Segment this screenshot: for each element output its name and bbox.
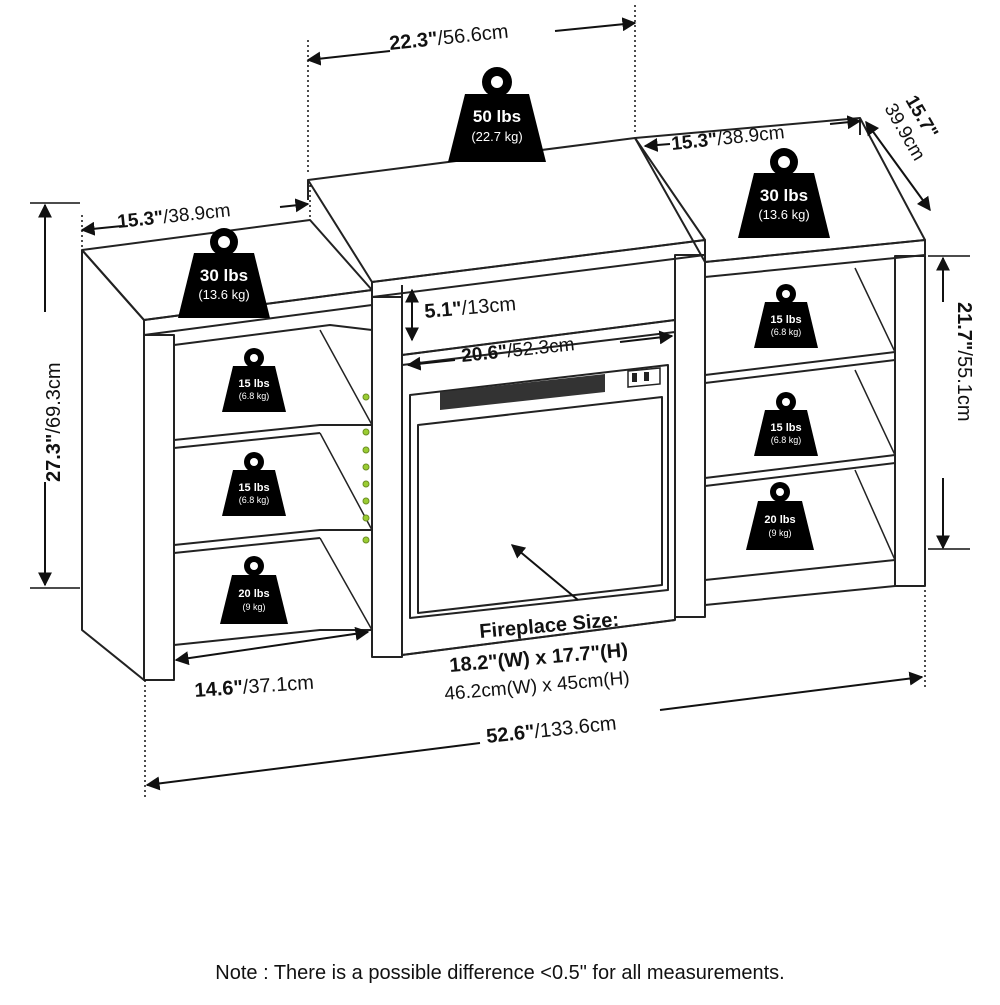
svg-text:(9 kg): (9 kg) (242, 602, 265, 612)
svg-text:(6.8 kg): (6.8 kg) (771, 435, 802, 445)
svg-text:30 lbs: 30 lbs (760, 186, 808, 205)
svg-text:(9 kg): (9 kg) (768, 528, 791, 538)
dimension-lines (30, 5, 970, 800)
weight-icon-left-shelf-1: 15 lbs (6.8 kg) (222, 348, 286, 412)
svg-text:(22.7 kg): (22.7 kg) (471, 129, 522, 144)
shelf-pins (362, 393, 370, 544)
total-height-label: 27.3"/69.3cm (43, 362, 65, 482)
total-width-label: 52.6"/133.6cm (485, 712, 617, 748)
weight-icon-left-top: 30 lbs (13.6 kg) (178, 228, 270, 318)
fireplace-opening-width-label: 20.6"/52.3cm (460, 334, 575, 367)
weight-icon-right-shelf-3: 20 lbs (9 kg) (746, 482, 814, 550)
svg-text:30 lbs: 30 lbs (200, 266, 248, 285)
weight-icon-center-top: 50 lbs (22.7 kg) (448, 67, 546, 162)
svg-text:(6.8 kg): (6.8 kg) (239, 495, 270, 505)
fireplace-grille (440, 367, 661, 410)
weight-icon-right-shelf-1: 15 lbs (6.8 kg) (754, 284, 818, 348)
svg-text:15 lbs: 15 lbs (238, 378, 269, 390)
top-width-label: 22.3"/56.6cm (388, 21, 509, 55)
measurement-note: Note : There is a possible difference <0… (215, 962, 785, 984)
svg-text:15 lbs: 15 lbs (238, 482, 269, 494)
left-top-width-label: 15.3"/38.9cm (116, 200, 231, 233)
svg-text:20 lbs: 20 lbs (764, 514, 795, 526)
svg-text:50 lbs: 50 lbs (473, 107, 521, 126)
weight-icon-left-shelf-2: 15 lbs (6.8 kg) (222, 452, 286, 516)
svg-text:15 lbs: 15 lbs (770, 314, 801, 326)
svg-text:(6.8 kg): (6.8 kg) (771, 327, 802, 337)
side-height-label: 21.7"/55.1cm (953, 302, 975, 422)
shelf-width-label: 14.6"/37.1cm (194, 672, 315, 702)
weight-icon-left-shelf-3: 20 lbs (9 kg) (220, 556, 288, 624)
fireplace-size-title: Fireplace Size: (479, 609, 620, 643)
opening-height-label: 5.1"/13cm (424, 293, 517, 323)
weight-icon-right-top: 30 lbs (13.6 kg) (738, 148, 830, 238)
svg-text:(13.6 kg): (13.6 kg) (198, 287, 249, 302)
right-top-width-label: 15.3"/38.9cm (670, 122, 785, 155)
svg-text:(6.8 kg): (6.8 kg) (239, 391, 270, 401)
svg-text:15 lbs: 15 lbs (770, 422, 801, 434)
weight-icon-right-shelf-2: 15 lbs (6.8 kg) (754, 392, 818, 456)
svg-text:20 lbs: 20 lbs (238, 588, 269, 600)
svg-text:(13.6 kg): (13.6 kg) (758, 207, 809, 222)
